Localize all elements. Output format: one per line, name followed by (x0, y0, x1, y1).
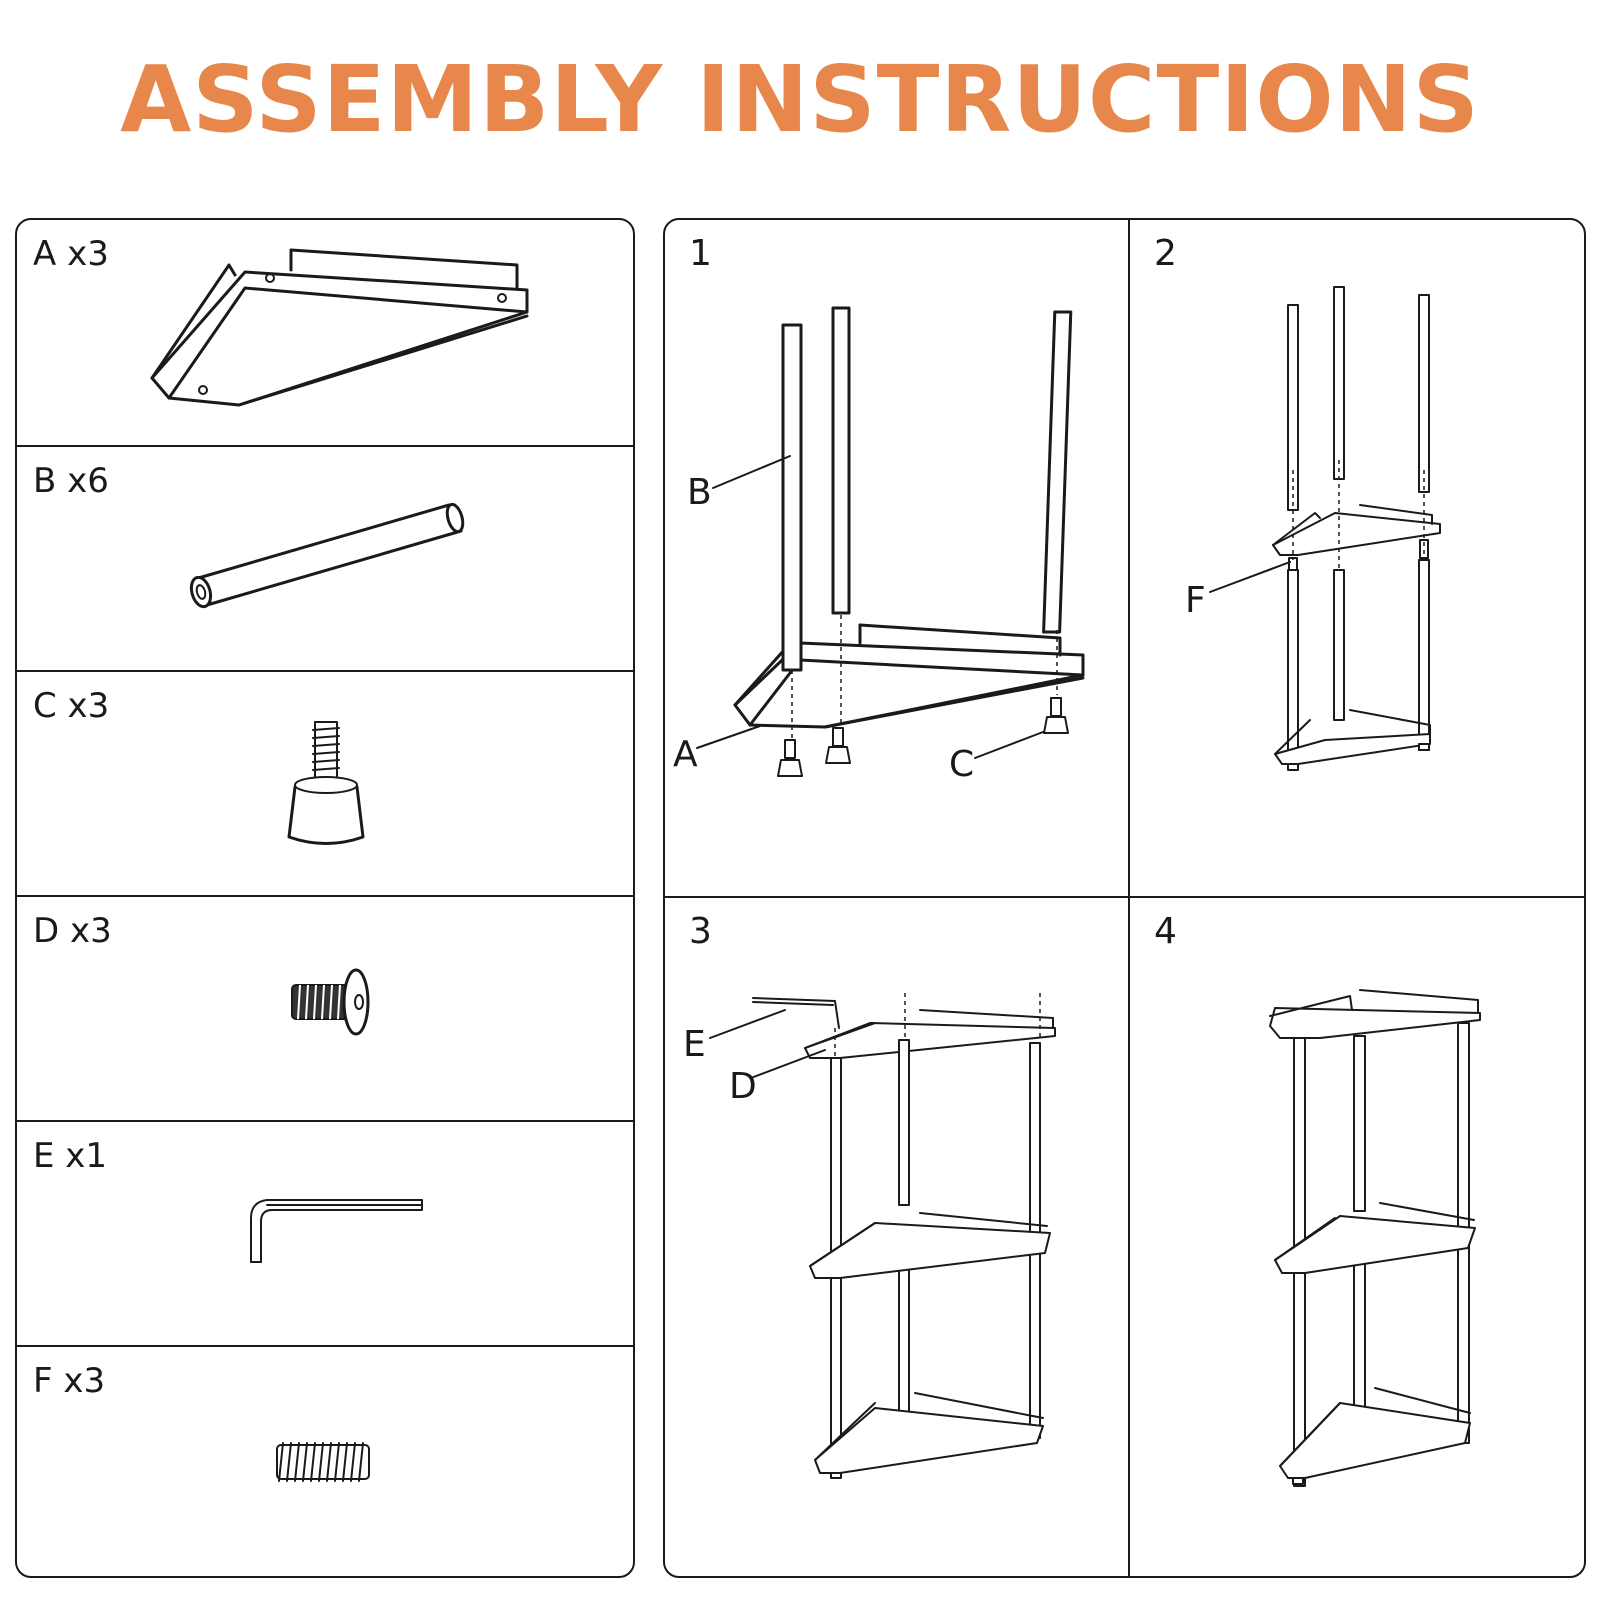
step-4-illustration (1269, 989, 1481, 1487)
part-row-f: F x3 (17, 1345, 633, 1576)
step-2-illustration: F (1185, 286, 1441, 771)
step-1-illustration: B A C (673, 306, 1085, 785)
part-label: C x3 (33, 686, 110, 726)
threaded-connector-icon (276, 1442, 370, 1482)
callout-c: C (949, 744, 974, 785)
page-title: ASSEMBLY INSTRUCTIONS (120, 46, 1480, 153)
part-row-e: E x1 (17, 1120, 633, 1345)
callout-b: B (687, 472, 712, 513)
grid-divider-horizontal (665, 896, 1584, 898)
callout-f: F (1185, 580, 1206, 621)
step-3-illustration: E D (683, 993, 1056, 1479)
screw-icon (291, 968, 370, 1036)
callout-d: D (729, 1066, 757, 1107)
grid-divider-vertical (1128, 220, 1130, 1576)
hex-key-icon (250, 1199, 423, 1263)
part-row-b: B x6 (17, 445, 633, 670)
step-2: 2 (1130, 220, 1584, 896)
step-number: 1 (689, 233, 712, 274)
callout-e: E (683, 1024, 706, 1065)
foot-pad-icon (287, 721, 365, 845)
part-label: B x6 (33, 461, 109, 501)
tube-icon (189, 502, 465, 609)
part-label: F x3 (33, 1361, 106, 1401)
part-row-d: D x3 (17, 895, 633, 1120)
step-1: 1 (665, 220, 1128, 896)
part-label: D x3 (33, 911, 112, 951)
steps-panel: 1 (663, 218, 1586, 1578)
parts-panel: A x3 B x6 C x3 (15, 218, 635, 1578)
step-4: 4 (1130, 898, 1584, 1576)
part-row-a: A x3 (17, 220, 633, 445)
part-label: A x3 (33, 234, 109, 274)
part-row-c: C x3 (17, 670, 633, 895)
corner-shelf-icon (150, 248, 529, 407)
step-number: 4 (1154, 911, 1177, 952)
part-label: E x1 (33, 1136, 108, 1176)
step-number: 3 (689, 911, 712, 952)
callout-a: A (673, 734, 698, 775)
step-number: 2 (1154, 233, 1177, 274)
step-3: 3 (665, 898, 1128, 1576)
